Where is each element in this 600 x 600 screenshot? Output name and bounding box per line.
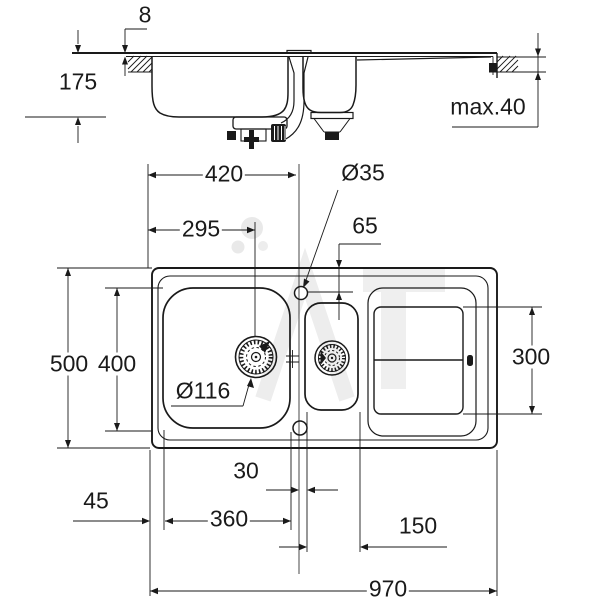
dim-500-label: 500	[47, 350, 91, 377]
tap-hole-bottom	[292, 420, 308, 436]
half-bowl-outline	[304, 302, 359, 411]
tap-boss-bump	[286, 49, 312, 53]
drainer-slope-line	[356, 56, 492, 61]
dim-65-label: 65	[352, 212, 378, 239]
countertop-section-left	[127, 55, 153, 73]
dim-970-label: 970	[366, 575, 410, 600]
dim-400-label: 400	[95, 350, 139, 377]
main-bowl-outline	[162, 287, 291, 429]
dim-bowl-depth-label: 175	[56, 68, 100, 95]
ext-150	[306, 412, 361, 552]
side-view-section	[72, 49, 546, 149]
plan-view	[151, 267, 498, 449]
dim-dia116-label: Ø116	[173, 377, 233, 404]
dimension-lines	[25, 28, 542, 596]
tap-hole-top	[293, 285, 309, 301]
dim-150-label: 150	[398, 512, 438, 539]
main-drain	[234, 335, 278, 379]
dim-max-counter-label: max.40	[450, 93, 526, 120]
drainboard-slot	[467, 355, 473, 366]
main-bowl-section	[151, 56, 289, 118]
ext-360	[163, 430, 292, 530]
dim-295-label: 295	[179, 215, 223, 242]
overflow-symbol	[286, 350, 299, 368]
fastening-clip	[489, 63, 497, 72]
drainboard-outline	[367, 287, 477, 437]
dim-dia35-label: Ø35	[341, 159, 385, 186]
dim-300-label: 300	[509, 343, 553, 370]
main-drain-assembly	[227, 116, 288, 149]
half-bowl-strainer	[310, 111, 354, 140]
sink-inner-rim	[157, 275, 489, 441]
half-bowl-drain	[314, 340, 350, 376]
sink-outer-edge	[151, 267, 498, 449]
ext-400	[105, 287, 163, 432]
half-bowl-section	[302, 57, 357, 114]
dim-rim-height-label: 8	[138, 1, 152, 28]
dim-360-label: 360	[207, 505, 251, 532]
dim-420-label: 420	[202, 160, 246, 187]
ext-970	[149, 450, 498, 596]
dim-45-label: 45	[83, 487, 109, 514]
ext-300	[463, 306, 542, 415]
ext-500	[57, 267, 152, 449]
dim-30-label: 30	[233, 457, 259, 484]
